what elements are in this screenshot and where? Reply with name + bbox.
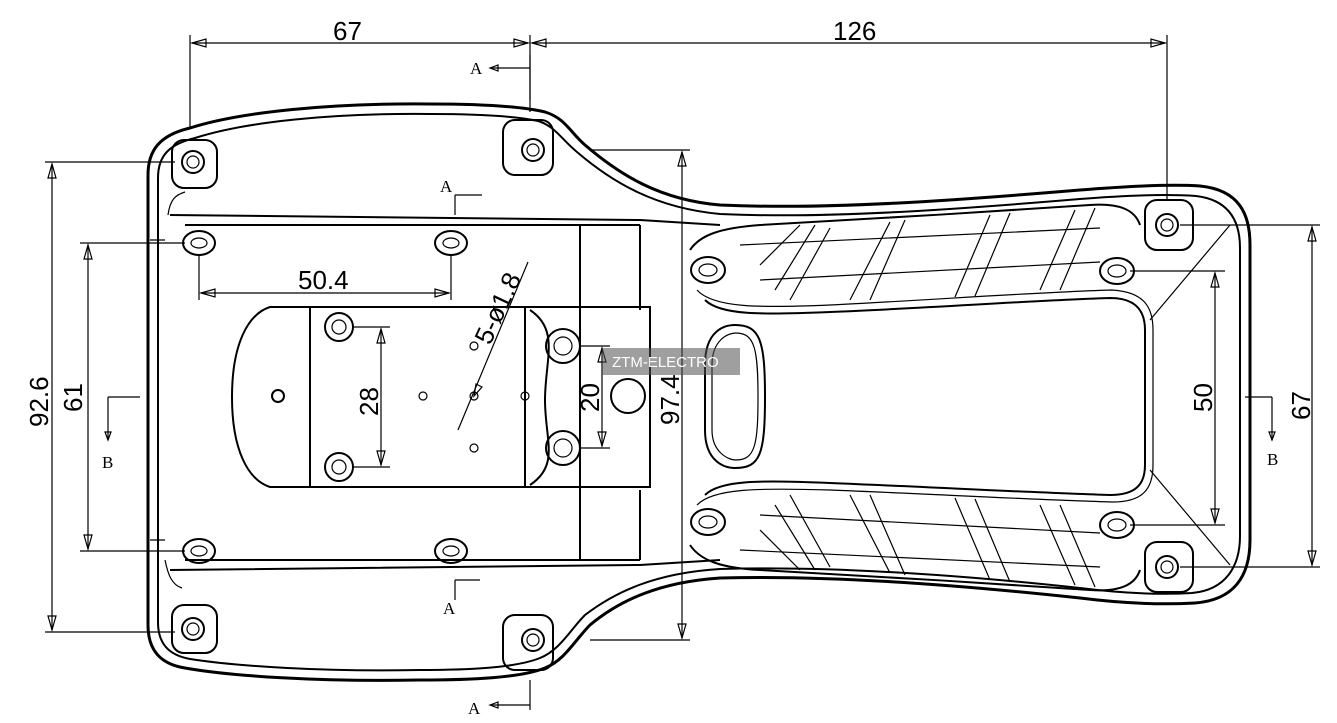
inner-frame bbox=[169, 214, 721, 571]
watermark-text: ZTM-ELECTRO bbox=[612, 354, 719, 371]
dim-left-inner: 61 bbox=[58, 383, 88, 412]
section-label-a-lower: A bbox=[443, 599, 456, 618]
dim-top-left: 67 bbox=[333, 16, 362, 46]
section-label-b-left: B bbox=[102, 453, 113, 472]
section-label-a-bottom: A bbox=[468, 699, 481, 718]
dimension-lines bbox=[45, 35, 1320, 641]
section-label-b-right: B bbox=[1267, 450, 1278, 469]
dim-height-974: 97.4 bbox=[655, 374, 685, 425]
section-label-a-top: A bbox=[470, 59, 483, 78]
dim-holes-callout: 5-ø1.8 bbox=[468, 268, 527, 349]
dim-left-outer: 92.6 bbox=[24, 376, 54, 427]
dim-plate-28: 28 bbox=[354, 387, 384, 416]
section-markers bbox=[104, 55, 1276, 710]
boss-bottom-left bbox=[171, 604, 218, 654]
center-plate bbox=[230, 306, 651, 488]
dim-right-67: 67 bbox=[1286, 391, 1316, 420]
grip-ribs-top bbox=[739, 207, 1101, 301]
boss-top-mid bbox=[502, 119, 554, 176]
enclosure-outline bbox=[146, 102, 1252, 682]
dim-hole-spacing: 50.4 bbox=[298, 265, 349, 295]
watermark: ZTM-ELECTRO bbox=[602, 348, 740, 375]
dim-top-right: 126 bbox=[833, 16, 876, 46]
grip-area bbox=[689, 203, 1231, 592]
boss-bottom-mid bbox=[502, 614, 554, 671]
section-label-a-upper: A bbox=[440, 177, 453, 196]
grip-ribs-bottom bbox=[739, 494, 1101, 588]
boss-top-left bbox=[171, 139, 218, 189]
dim-right-50: 50 bbox=[1188, 383, 1218, 412]
dim-plate-20: 20 bbox=[575, 383, 605, 412]
